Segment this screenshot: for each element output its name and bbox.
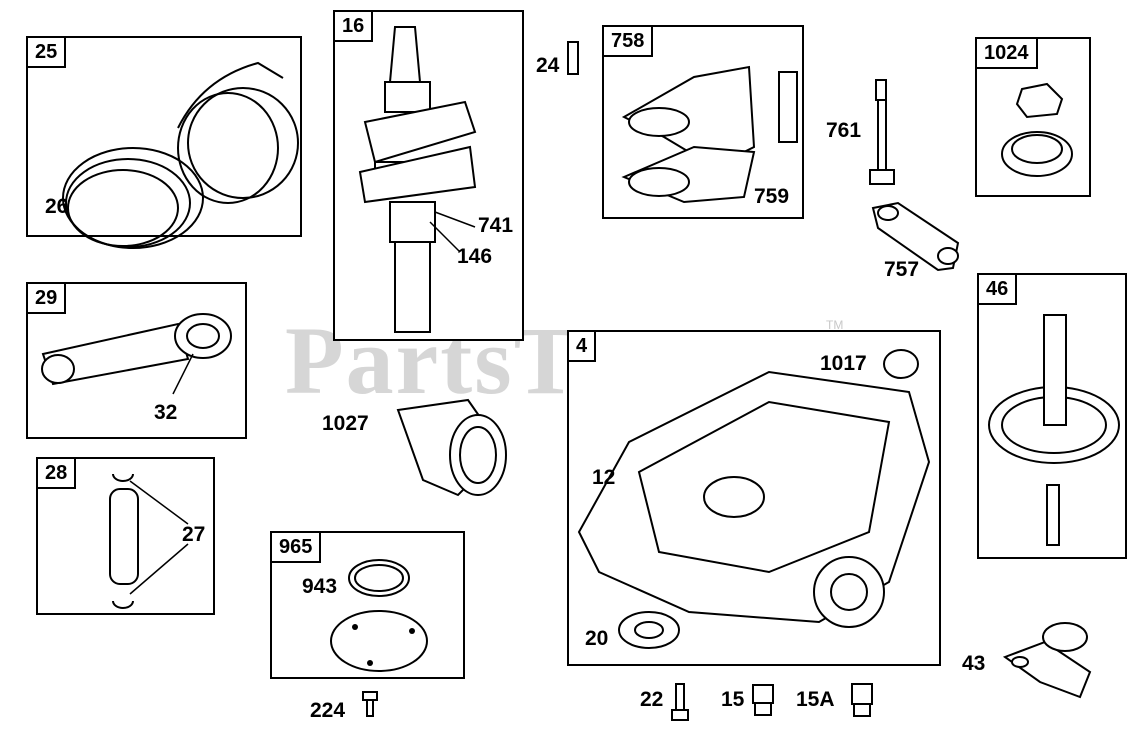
piston-pin-28-drawing — [109, 473, 189, 609]
bearing-758-drawing — [621, 65, 798, 204]
label-12[interactable]: 12 — [592, 466, 616, 489]
label-757[interactable]: 757 — [884, 258, 920, 281]
group-16-box[interactable]: 16 741 146 — [333, 10, 524, 341]
label-1017[interactable]: 1017 — [820, 352, 867, 375]
label-741[interactable]: 741 — [478, 214, 514, 237]
label-15a[interactable]: 15A — [796, 688, 835, 711]
bolt-761-drawing — [869, 79, 895, 185]
label-22[interactable]: 22 — [640, 688, 664, 711]
label-146[interactable]: 146 — [457, 245, 493, 268]
label-761[interactable]: 761 — [826, 119, 862, 142]
group-1024-box[interactable]: 1024 — [975, 37, 1091, 197]
rod-757-drawing — [871, 201, 960, 272]
label-224[interactable]: 224 — [310, 699, 346, 722]
group-46-box[interactable]: 46 — [977, 273, 1127, 559]
plug-15a-drawing — [851, 683, 873, 717]
label-27[interactable]: 27 — [182, 523, 206, 546]
label-20[interactable]: 20 — [585, 627, 609, 650]
group-29-box[interactable]: 29 32 — [26, 282, 247, 439]
label-1027[interactable]: 1027 — [322, 412, 369, 435]
label-32[interactable]: 32 — [154, 401, 178, 424]
watermark-trademark: TM — [826, 318, 844, 332]
group-25-box[interactable]: 25 26 — [26, 36, 302, 249]
oil-pump-1024-drawing — [1001, 82, 1073, 177]
group-29-tag: 29 — [26, 282, 67, 314]
label-24[interactable]: 24 — [536, 54, 560, 77]
group-4-tag: 4 — [567, 330, 597, 362]
group-16-tag: 16 — [333, 10, 374, 42]
group-28-tag: 28 — [36, 457, 77, 489]
governor-43-drawing — [1002, 622, 1092, 699]
sump-4-drawing — [577, 349, 931, 649]
crankshaft-drawing — [358, 26, 477, 333]
key-24-drawing — [567, 41, 579, 75]
group-758-box[interactable]: 758 759 — [602, 25, 804, 219]
group-1024-tag: 1024 — [975, 37, 1038, 69]
gasket-965-drawing — [330, 559, 428, 672]
group-965-tag: 965 — [270, 531, 322, 563]
connecting-rod-29-drawing — [41, 313, 232, 395]
group-965-box[interactable]: 965 943 — [270, 531, 465, 679]
label-26[interactable]: 26 — [45, 195, 69, 218]
plug-15-drawing — [752, 684, 774, 716]
piston-drawing — [62, 61, 299, 249]
label-43[interactable]: 43 — [962, 652, 986, 675]
label-759[interactable]: 759 — [754, 185, 790, 208]
camshaft-46-drawing — [988, 314, 1120, 546]
group-25-tag: 25 — [26, 36, 67, 68]
group-758-tag: 758 — [602, 25, 654, 57]
group-46-tag: 46 — [977, 273, 1018, 305]
group-28-box[interactable]: 28 27 — [36, 457, 215, 615]
label-943[interactable]: 943 — [302, 575, 338, 598]
bolt-22-drawing — [671, 683, 689, 721]
label-15[interactable]: 15 — [721, 688, 745, 711]
group-4-box[interactable]: 4 1017 12 20 — [567, 330, 941, 666]
oil-filter-1027-drawing — [396, 398, 507, 497]
screw-224-drawing — [362, 691, 378, 717]
